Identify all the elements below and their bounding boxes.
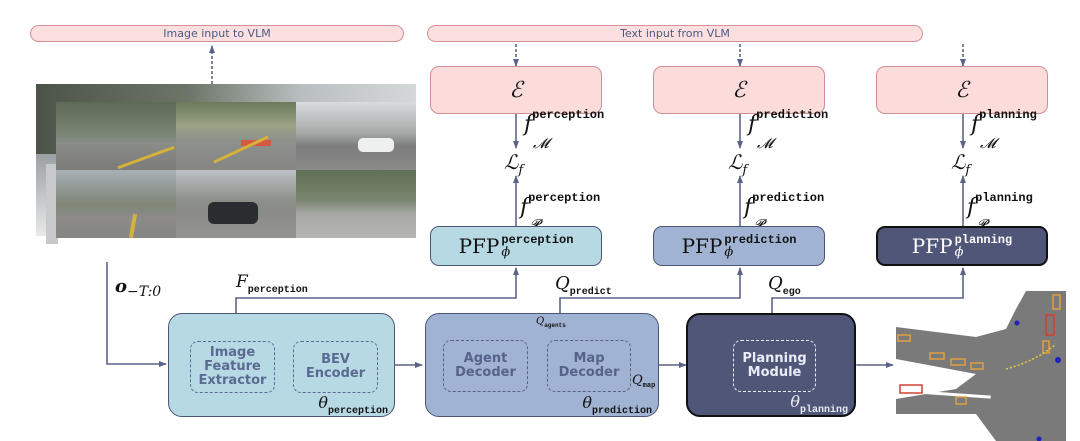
loss-perception: ℒf (504, 150, 524, 178)
camera-front-right (296, 102, 416, 170)
encoder-symbol: ℰ (509, 77, 523, 103)
agent-decoder: Agent Decoder (443, 340, 528, 392)
theta-planning-label: θplanning (790, 392, 848, 416)
bev-map (896, 291, 1066, 441)
text-input-label: Text input from VLM (620, 27, 730, 40)
encoder-perception: ℰ (430, 66, 602, 114)
camera-back-right (296, 170, 416, 238)
q-ego-label: Qego (768, 273, 801, 298)
theta-prediction-label: θprediction (582, 393, 652, 417)
bev-encoder: BEV Encoder (293, 341, 378, 393)
loss-planning: ℒf (951, 150, 971, 178)
encoder-symbol: ℰ (955, 77, 969, 103)
text-input-from-vlm-bar: Text input from VLM (427, 25, 923, 42)
image-feature-extractor: Image Feature Extractor (190, 341, 275, 393)
camera-front (176, 102, 296, 170)
q-map-label: Qmap (632, 373, 656, 390)
f-perception-label: Fperception (236, 272, 308, 296)
q-predict-path (559, 267, 743, 313)
bev-planning-output (896, 289, 1080, 441)
encoder-prediction: ℰ (653, 66, 825, 114)
q-agents-label: Qagents (536, 316, 566, 329)
image-input-to-vlm-bar: Image input to VLM (30, 25, 404, 42)
q-predict-label: Qpredict (555, 273, 612, 298)
camera-images (36, 84, 416, 264)
theta-perception-label: θperception (318, 393, 388, 417)
encoder-symbol: ℰ (732, 77, 746, 103)
observation-path (106, 262, 167, 367)
image-input-label: Image input to VLM (163, 27, 271, 40)
planning-module: Planning Module θplanning (686, 313, 856, 417)
map-decoder: Map Decoder (547, 340, 631, 392)
camera-back-left (56, 170, 176, 238)
q-ego-path (771, 267, 966, 313)
planning-module-inner: Planning Module (733, 340, 816, 392)
loss-prediction: ℒf (728, 150, 748, 178)
observation-label: o−T:0 (115, 276, 162, 300)
camera-front-left (56, 102, 176, 170)
prediction-module: Agent Decoder Map Decoder Qagents Qmap θ… (425, 313, 659, 417)
encoder-planning: ℰ (876, 66, 1048, 114)
perception-module: Image Feature Extractor BEV Encoder θper… (168, 313, 395, 417)
